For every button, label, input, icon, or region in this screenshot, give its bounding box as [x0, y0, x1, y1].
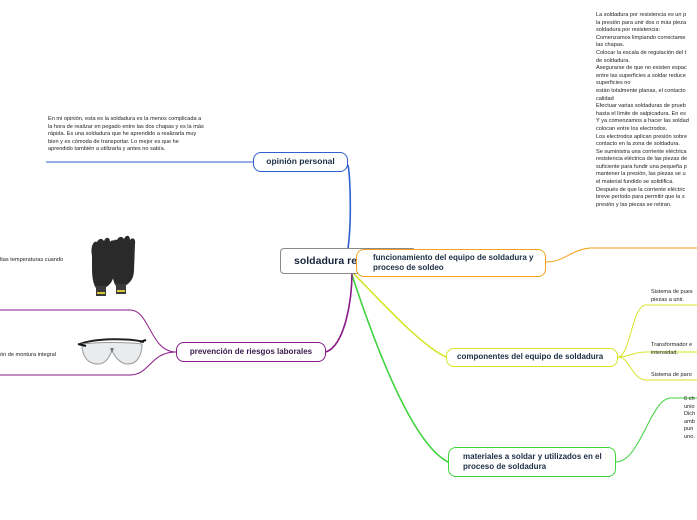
func-line: el material fundido se solidifica.: [596, 179, 674, 186]
func-line: Asegurarse de que no existen espac: [596, 65, 687, 72]
func-line: están totalmente planas, el contacto: [596, 87, 686, 94]
func-line: calidad: [596, 95, 614, 102]
comp-line: Transformador e: [651, 342, 693, 348]
comp-line: intensidad.: [651, 349, 679, 356]
comp-line: Sistema de paro: [651, 372, 692, 378]
func-line: Efectuar varias soldaduras de prueb: [596, 103, 686, 110]
link-mat: [351, 274, 449, 463]
func-line: de soldadura.: [596, 57, 630, 64]
mat-line: Dich: [684, 411, 696, 418]
opinion-line: rápida. Es una soldadura que he aprendid…: [48, 131, 197, 138]
func-line: Colocar la escala de regulación del t: [596, 49, 687, 56]
gloves-image: [91, 235, 136, 296]
func-line: Los electrodos aplican presión sobre: [596, 133, 688, 140]
link-comp: [351, 271, 447, 358]
func-line: superficies no: [596, 80, 631, 87]
link-comp-3: [617, 356, 697, 381]
comp-line: piezas a unir.: [651, 296, 684, 303]
link-mat-text: [615, 397, 697, 463]
link-opinion: [347, 164, 352, 249]
comp-item-1: Sistema de pues piezas a unir.: [651, 289, 693, 304]
func-line: las chapas.: [596, 42, 625, 49]
func-line: suficiente para fundir una pequeña p: [596, 163, 687, 170]
comp-item-3: Sistema de paro: [651, 372, 692, 380]
comp-item-2: Transformador e intensidad.: [651, 342, 692, 357]
branch-componentes[interactable]: componentes del equipo de soldadura: [446, 348, 618, 367]
link-prev-1: [0, 309, 177, 353]
mat-line: unio: [684, 403, 695, 410]
link-prev-2: [0, 351, 177, 376]
func-line: mantener la presión, las piezas se u: [596, 171, 686, 178]
func-line: Y ya comenzamos a hacer las soldad: [596, 118, 689, 125]
opinion-text: En mi opinión, esta es la soldadura es l…: [48, 116, 204, 154]
branch-prevencion[interactable]: prevención de riesgos laborales: [176, 342, 326, 362]
func-line: soldadura por resistencia:: [596, 27, 661, 34]
mat-line: uno.: [684, 433, 695, 440]
branch-opinion[interactable]: opinión personal: [253, 152, 348, 172]
branch-materiales[interactable]: materiales a soldar y utilizados en el p…: [448, 447, 616, 477]
opinion-line: aprendido también a utilizarla y antes n…: [48, 146, 166, 153]
funcionamiento-text: La soldadura por resistencia es un p la …: [596, 12, 697, 209]
link-func-text: [545, 247, 697, 263]
materiales-text: 6 ch unio Dich amb pun uno.: [684, 396, 695, 442]
prev-item-glasses: ón de montura integral: [0, 352, 56, 358]
func-line: colocan entre los electrodos.: [596, 125, 668, 132]
link-prev: [325, 271, 353, 353]
func-line: presión y las piezas se retiran.: [596, 201, 672, 208]
func-line: Se suministra una corriente eléctrica: [596, 148, 687, 155]
branch-funcionamiento[interactable]: funcionamiento del equipo de soldadura y…: [356, 249, 546, 277]
func-line: resistencia eléctrica de las piezas de: [596, 156, 688, 163]
link-comp-2: [617, 351, 697, 358]
func-line: la presión para unir dos o más pieza: [596, 19, 687, 26]
func-line: contacto en la zona de soldadura.: [596, 141, 680, 148]
func-line: Comenzamos limpiando correctame: [596, 34, 686, 41]
safety-glasses-image: [77, 338, 147, 365]
prev-item-gloves: ltas temperaturas cuando: [0, 257, 64, 263]
comp-line: Sistema de pues: [651, 289, 693, 295]
mat-line: pun: [684, 426, 694, 433]
opinion-line: bien y es cómoda de transportar. Lo mejo…: [48, 138, 179, 145]
func-line: breve período para permitir que la s: [596, 194, 685, 201]
mat-line: 6 ch: [684, 396, 695, 402]
opinion-line: la hora de realizar en pegado entre las …: [48, 123, 204, 130]
func-line: La soldadura por resistencia es un p: [596, 12, 687, 18]
opinion-line: En mi opinión, esta es la soldadura es l…: [48, 116, 202, 122]
func-line: hasta el límite de salpicadura. En es: [596, 110, 686, 117]
mat-line: amb: [684, 418, 695, 425]
link-comp-1: [617, 304, 697, 358]
func-line: Después de que la corriente eléctric: [596, 186, 686, 193]
func-line: entre las superficies a soldar reduce: [596, 72, 686, 79]
